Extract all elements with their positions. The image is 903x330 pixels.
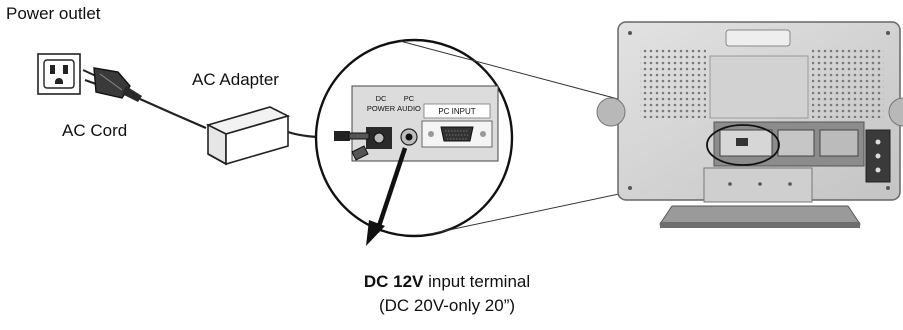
monitor-back-illustration <box>596 21 903 228</box>
panel-pc-label: PC <box>404 94 415 103</box>
caption-bold-text: DC 12V <box>363 272 424 291</box>
ac-cord-line <box>139 97 207 130</box>
ac-adapter-icon <box>205 106 291 166</box>
ac-cord-label: AC Cord <box>62 121 128 140</box>
panel-pc-input-label: PC INPUT <box>438 107 475 116</box>
power-outlet-icon <box>37 53 81 95</box>
power-outlet-label: Power outlet <box>6 4 101 23</box>
ac-adapter-label: AC Adapter <box>192 70 279 89</box>
panel-power-label: POWER <box>367 104 396 113</box>
caption-line-1: DC 12V input terminal <box>282 270 612 294</box>
caption-rest-text: input terminal <box>423 272 531 291</box>
plug-icon <box>82 67 142 102</box>
connector-panel: DC POWER PC AUDIO PC INPUT <box>351 85 499 162</box>
dc-plug-icon <box>334 131 370 161</box>
dc-input-caption: DC 12V input terminal (DC 20V-only 20”) <box>282 270 612 318</box>
caption-line-2: (DC 20V-only 20”) <box>378 296 516 315</box>
panel-audio-label: AUDIO <box>397 104 421 113</box>
pointer-arrow <box>366 147 408 246</box>
panel-dc-label: DC <box>376 94 387 103</box>
